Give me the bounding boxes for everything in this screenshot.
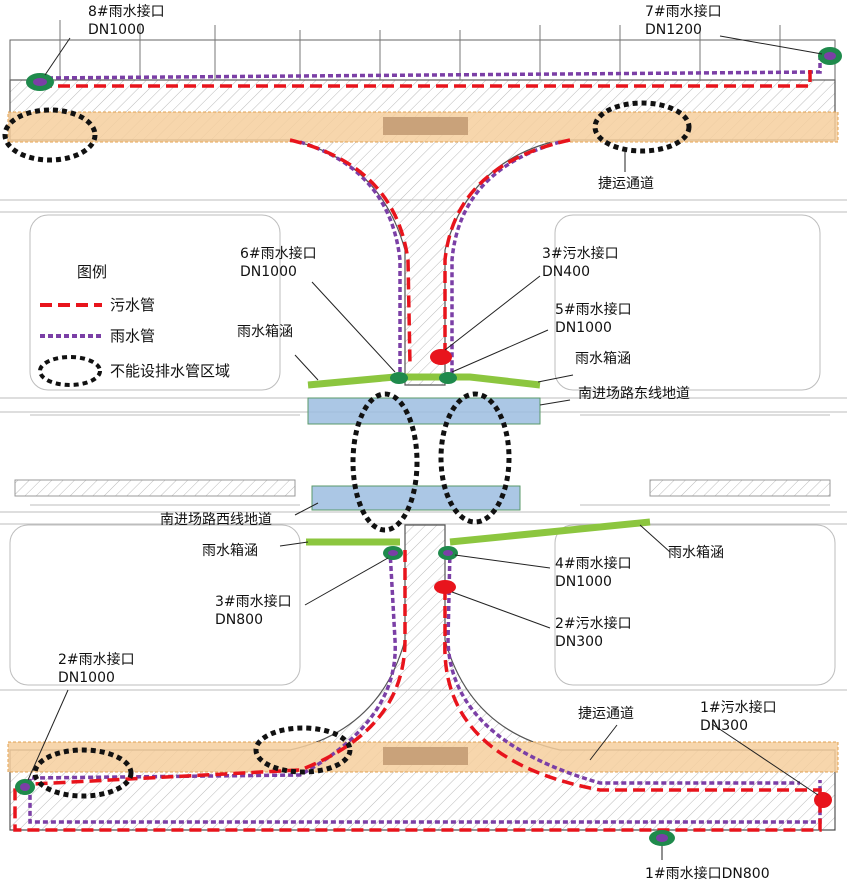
sewage-node-3: [430, 349, 452, 365]
label-rain-6: 6#雨水接口: [240, 245, 317, 262]
legend-sewage-label: 污水管: [110, 296, 155, 314]
label-rain-4-dn: DN1000: [555, 574, 612, 590]
zone-top-left: [2, 107, 98, 163]
legend-rain-label: 雨水管: [110, 327, 155, 345]
label-rain-2: 2#雨水接口: [58, 651, 135, 668]
connection-nodes: [15, 47, 842, 846]
sewage-pipes: [13, 68, 822, 832]
culvert-bottom-right: [449, 518, 651, 546]
legend-zone-swatch: [38, 355, 102, 387]
label-culvert-left-top: 雨水箱涵: [237, 324, 293, 340]
zone-center-right: [438, 391, 512, 525]
label-rain-2-dn: DN1000: [58, 670, 115, 686]
zone-top-right: [592, 100, 692, 154]
label-shuttle-top: 捷运通道: [598, 176, 654, 192]
hatched-blocks: [14, 479, 831, 497]
label-rain-6-dn: DN1000: [240, 264, 297, 280]
sewage-node-2: [434, 580, 456, 594]
shuttle-channel-top-core: [383, 117, 468, 135]
label-rain-3-dn: DN800: [215, 612, 263, 628]
label-rain-5-dn: DN1000: [555, 320, 612, 336]
label-rain-1: 1#雨水接口DN800: [645, 865, 770, 882]
sewage-node-1: [814, 792, 832, 808]
rain-node-5: [439, 372, 457, 384]
label-culvert-right-bottom: 雨水箱涵: [668, 545, 724, 561]
legend-zone-label: 不能设排水管区域: [110, 362, 230, 380]
label-rain-7: 7#雨水接口: [645, 3, 722, 20]
annotations: 8#雨水接口 DN1000 7#雨水接口 DN1200 捷运通道 6#雨水接口 …: [58, 3, 777, 882]
label-sewage-3: 3#污水接口: [542, 245, 619, 262]
top-edge-structure: [9, 39, 836, 81]
culvert-top: [307, 373, 541, 389]
label-sewage-2: 2#污水接口: [555, 615, 632, 632]
label-rain-4: 4#雨水接口: [555, 555, 632, 572]
label-rain-8: 8#雨水接口: [88, 3, 165, 20]
rain-culverts: [306, 373, 651, 546]
label-west-underpass: 南进场路西线地道: [160, 512, 272, 528]
label-culvert-left-bottom: 雨水箱涵: [202, 543, 258, 559]
label-rain-5: 5#雨水接口: [555, 301, 632, 318]
label-shuttle-bottom: 捷运通道: [578, 706, 634, 722]
rain-node-6: [390, 372, 408, 384]
top-detail-lines: [59, 20, 781, 80]
no-pipe-zones: [2, 100, 692, 799]
shuttle-channel-bottom-core: [383, 747, 468, 765]
road-network: [0, 199, 847, 691]
east-underpass: [307, 397, 541, 425]
leader-lines: [27, 35, 823, 860]
label-sewage-1-dn: DN300: [700, 718, 748, 734]
label-rain-3: 3#雨水接口: [215, 593, 292, 610]
label-sewage-3-dn: DN400: [542, 264, 590, 280]
label-rain-7-dn: DN1200: [645, 22, 702, 38]
zone-center-left: [350, 391, 420, 533]
legend-title: 图例: [77, 263, 107, 281]
label-east-underpass: 南进场路东线地道: [578, 386, 690, 402]
label-culvert-right-top: 雨水箱涵: [575, 351, 631, 367]
label-sewage-2-dn: DN300: [555, 634, 603, 650]
zone-bottom-left: [32, 747, 134, 799]
legend: 图例 污水管 雨水管 不能设排水管区域: [38, 263, 230, 387]
rain-pipes: [28, 58, 822, 824]
zone-bottom-mid: [253, 725, 353, 775]
label-rain-8-dn: DN1000: [88, 22, 145, 38]
label-sewage-1: 1#污水接口: [700, 699, 777, 716]
